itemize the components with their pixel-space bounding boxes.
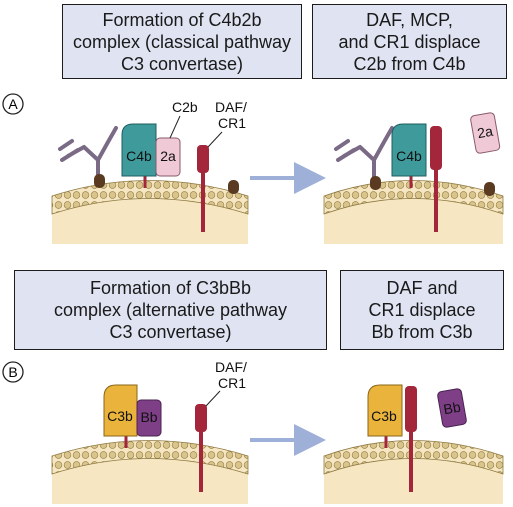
membrane-icon — [51, 440, 249, 504]
anchor-icon — [94, 174, 105, 188]
bb-molecule: Bb — [136, 399, 162, 437]
caption-a-left: Formation of C4b2b complex (classical pa… — [62, 4, 302, 79]
daf-b-callout-line1: DAF/ — [215, 359, 247, 375]
membrane-icon — [323, 180, 504, 244]
c4b-after-label: C4b — [396, 148, 422, 164]
c3b-molecule: C3b — [367, 384, 403, 437]
bb-label: Bb — [140, 409, 157, 425]
membrane-icon — [323, 440, 504, 504]
caption-a-right-text: DAF, MCP, and CR1 displace C2b from C4b — [338, 9, 481, 74]
caption-b-right-text: DAF and CR1 displace Bb from C3b — [368, 278, 476, 342]
daf-molecule — [430, 126, 442, 232]
c2a-free-label: 2a — [476, 123, 494, 141]
caption-b-right: DAF and CR1 displace Bb from C3b — [340, 270, 504, 350]
bb-free-label: Bb — [442, 399, 462, 418]
c4b-molecule: C4b — [391, 123, 427, 177]
anchor-icon — [484, 182, 495, 196]
panel-b-marker-label: B — [8, 364, 17, 380]
daf-b-callout-line2: CR1 — [218, 375, 246, 391]
c2b-callout-line — [169, 115, 181, 139]
daf-callout-line — [207, 131, 223, 148]
c2a-label: 2a — [160, 148, 176, 164]
membrane-icon — [51, 180, 249, 244]
c3b-molecule: C3b — [103, 384, 138, 437]
caption-b-left-text: Formation of C3bBb complex (alternative … — [53, 278, 288, 342]
anchor-icon — [228, 180, 239, 194]
panel-a-marker-label: A — [8, 96, 18, 112]
c4b-molecule: C4b — [121, 123, 157, 177]
daf-molecule — [405, 386, 417, 492]
daf-molecule — [197, 145, 209, 232]
panel-b-marker: B — [2, 361, 24, 383]
panel-a-marker: A — [2, 93, 24, 115]
c4b-label: C4b — [126, 148, 152, 164]
daf-callout-line2: CR1 — [218, 115, 246, 131]
daf-callout-line — [205, 390, 221, 407]
antibody-icon — [58, 126, 118, 180]
c3b-after-label: C3b — [371, 408, 397, 424]
caption-a-left-text: Formation of C4b2b complex (classical pa… — [72, 9, 292, 74]
c2a-free-molecule: 2a — [470, 112, 501, 154]
c2a-molecule: 2a — [155, 137, 181, 177]
anchor-icon — [370, 176, 381, 190]
daf-callout-line1: DAF/ — [215, 99, 247, 115]
caption-b-left: Formation of C3bBb complex (alternative … — [14, 270, 327, 350]
c3b-label: C3b — [107, 408, 133, 424]
daf-molecule — [195, 404, 207, 492]
c2b-callout: C2b — [172, 99, 198, 115]
caption-a-right: DAF, MCP, and CR1 displace C2b from C4b — [312, 4, 507, 79]
bb-free-molecule: Bb — [437, 388, 467, 428]
antibody-icon — [334, 126, 394, 180]
